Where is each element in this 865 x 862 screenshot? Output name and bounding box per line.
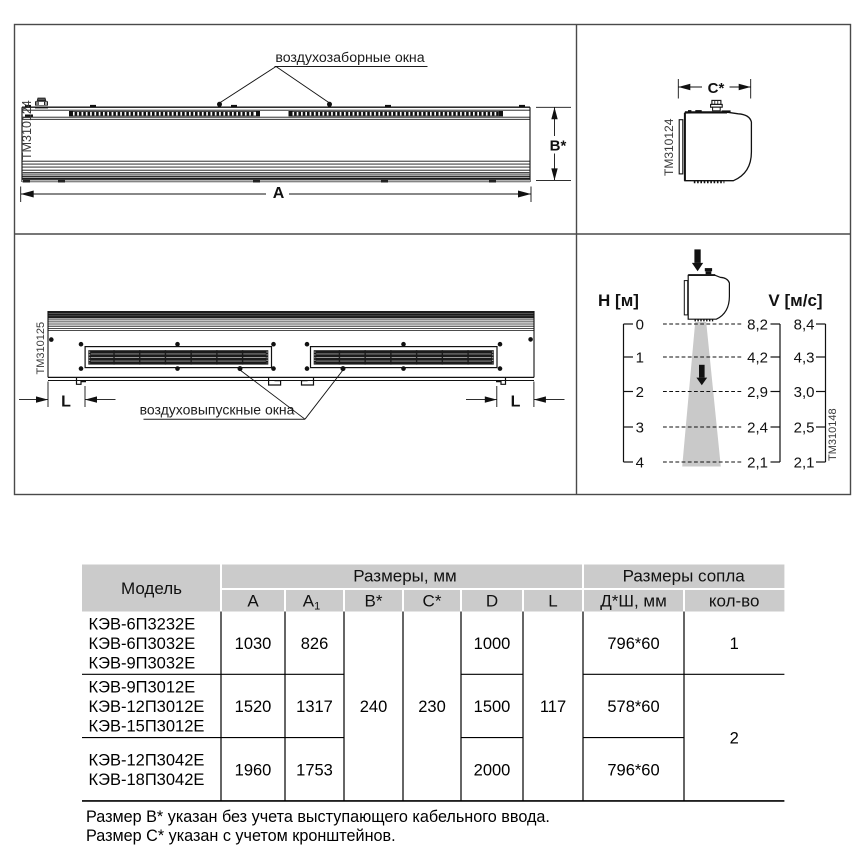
svg-text:117: 117: [540, 698, 566, 716]
svg-text:КЭВ-6П3232Е: КЭВ-6П3232Е: [89, 616, 196, 634]
svg-text:1500: 1500: [474, 698, 511, 716]
svg-text:L: L: [61, 394, 71, 411]
svg-text:КЭВ-9П3012Е: КЭВ-9П3012Е: [89, 679, 196, 697]
svg-text:A: A: [247, 592, 259, 611]
svg-text:ТМ310125: ТМ310125: [35, 322, 47, 375]
svg-text:D: D: [486, 592, 498, 611]
svg-text:ТМ310124: ТМ310124: [20, 100, 34, 160]
svg-text:1: 1: [636, 350, 644, 367]
svg-text:C*: C*: [708, 80, 725, 97]
svg-text:V [м/с]: V [м/с]: [768, 291, 822, 310]
svg-text:2000: 2000: [474, 761, 511, 779]
svg-text:8,4: 8,4: [794, 317, 815, 334]
svg-text:1: 1: [730, 635, 739, 653]
svg-text:Размеры, мм: Размеры, мм: [353, 566, 456, 585]
svg-text:796*60: 796*60: [607, 635, 659, 653]
svg-text:2: 2: [730, 730, 739, 748]
svg-text:ТМ310148: ТМ310148: [827, 408, 839, 461]
svg-text:L: L: [511, 394, 521, 411]
svg-text:Н [м]: Н [м]: [598, 291, 639, 310]
svg-text:2,1: 2,1: [747, 455, 768, 472]
svg-text:230: 230: [418, 698, 446, 716]
svg-text:1960: 1960: [235, 761, 272, 779]
svg-text:КЭВ-12П3042Е: КЭВ-12П3042Е: [89, 752, 205, 770]
svg-text:B*: B*: [550, 138, 567, 155]
svg-text:1000: 1000: [474, 635, 511, 653]
svg-text:2,5: 2,5: [794, 420, 815, 437]
svg-text:кол-во: кол-во: [709, 592, 760, 611]
svg-text:Размеры сопла: Размеры сопла: [623, 566, 746, 585]
svg-text:КЭВ-15П3012Е: КЭВ-15П3012Е: [89, 717, 205, 735]
svg-text:C*: C*: [423, 592, 442, 611]
svg-text:Д*Ш, мм: Д*Ш, мм: [600, 592, 667, 611]
svg-text:826: 826: [301, 635, 329, 653]
svg-text:Размер С* указан с учетом крон: Размер С* указан с учетом кронштейнов.: [86, 827, 396, 845]
svg-text:воздуховыпускные окна: воздуховыпускные окна: [140, 402, 295, 418]
svg-text:0: 0: [636, 317, 644, 334]
svg-text:1030: 1030: [235, 635, 272, 653]
svg-text:2: 2: [636, 384, 644, 401]
svg-text:3: 3: [636, 420, 644, 437]
svg-text:B*: B*: [365, 592, 383, 611]
svg-text:воздухозаборные окна: воздухозаборные окна: [275, 50, 424, 66]
svg-text:2,1: 2,1: [794, 455, 815, 472]
svg-text:796*60: 796*60: [607, 761, 659, 779]
svg-text:578*60: 578*60: [607, 698, 659, 716]
svg-text:A: A: [273, 185, 285, 202]
svg-text:L: L: [548, 592, 557, 611]
svg-text:4,3: 4,3: [794, 350, 815, 367]
svg-text:КЭВ-9П3032Е: КЭВ-9П3032Е: [89, 654, 196, 672]
svg-text:1317: 1317: [296, 698, 333, 716]
svg-text:Размер В* указан без учета выс: Размер В* указан без учета выступающего …: [86, 808, 550, 826]
svg-text:4: 4: [636, 455, 644, 472]
svg-text:2,9: 2,9: [747, 384, 768, 401]
svg-text:240: 240: [360, 698, 388, 716]
svg-text:3,0: 3,0: [794, 384, 815, 401]
svg-text:4,2: 4,2: [747, 350, 768, 367]
svg-text:2,4: 2,4: [747, 420, 768, 437]
svg-text:КЭВ-18П3042Е: КЭВ-18П3042Е: [89, 771, 205, 789]
svg-text:КЭВ-6П3032Е: КЭВ-6П3032Е: [89, 635, 196, 653]
svg-text:1753: 1753: [296, 761, 333, 779]
svg-text:Модель: Модель: [121, 579, 182, 598]
svg-text:КЭВ-12П3012Е: КЭВ-12П3012Е: [89, 698, 205, 716]
svg-text:1520: 1520: [235, 698, 272, 716]
svg-text:ТМ310124: ТМ310124: [662, 118, 676, 176]
svg-text:8,2: 8,2: [747, 317, 768, 334]
